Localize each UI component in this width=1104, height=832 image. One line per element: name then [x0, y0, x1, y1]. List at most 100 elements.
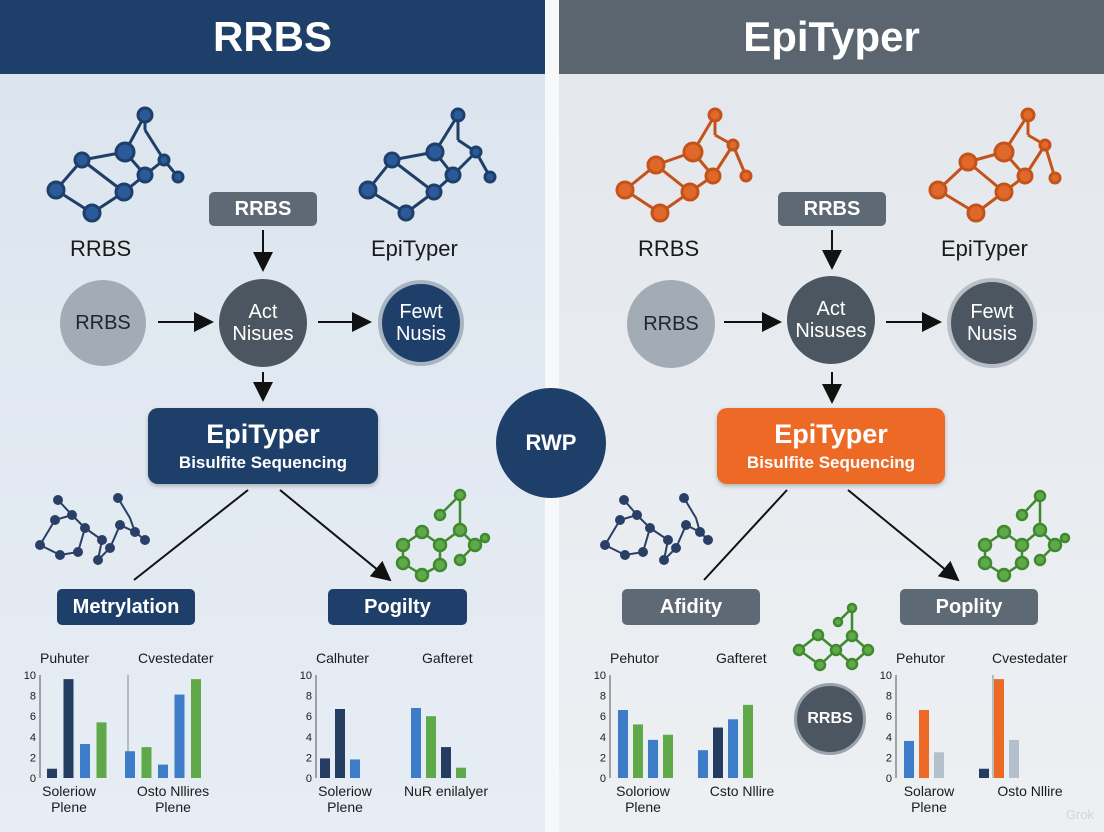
- chart4-bar: [1009, 739, 1019, 778]
- molecule-icon-right-3: [600, 493, 713, 565]
- chart3-ytick: 0: [600, 773, 606, 785]
- center-badge: RWP: [496, 388, 606, 498]
- chart3-title-right: Gafteret: [716, 650, 767, 666]
- chart4-ytick: 10: [880, 670, 892, 682]
- molecule-icon-right-4: [977, 489, 1071, 583]
- chart2-xlabel-2: NuR enilalyer: [403, 783, 489, 799]
- chart1-title-left: Puhuter: [40, 650, 90, 666]
- right-circle-a-text: RRBS: [643, 313, 699, 335]
- chart3-bar: [713, 727, 723, 778]
- right-circle-c-line1: Fewt: [970, 301, 1014, 323]
- left-main-box-sub: Bisulfite Sequencing: [178, 453, 348, 472]
- right-top-box: RRBS: [778, 192, 886, 226]
- chart3-bar: [743, 704, 753, 778]
- chart4-title-left: Pehutor: [896, 650, 946, 666]
- left-top-box: RRBS: [209, 192, 317, 226]
- left-mol-label-left: RRBS: [70, 236, 132, 261]
- chart1-bar: [96, 722, 107, 778]
- chart2-bar: [335, 708, 345, 778]
- left-circle-b-line1: Act: [248, 301, 278, 323]
- chart1-bar: [125, 751, 135, 778]
- chart4-ytick: 0: [886, 773, 892, 785]
- right-header: EpiTyper: [559, 0, 1104, 74]
- chart1-xlabel-1: Soleriow Plene: [42, 783, 96, 815]
- chart1-bar: [63, 679, 74, 778]
- chart4-ytick: 4: [886, 732, 892, 744]
- right-circle-c-line2: Nusis: [966, 323, 1017, 345]
- chart1-ytick: 6: [30, 711, 36, 723]
- chart2-ytick: 10: [300, 670, 312, 682]
- chart1-title-right: Cvestedater: [138, 650, 214, 666]
- left-circle-c-line2: Nusis: [395, 323, 446, 345]
- chart2-xlabel-1: Soleriow Plene: [318, 783, 372, 815]
- chart2-ytick: 4: [306, 732, 312, 744]
- chart3-ytick: 8: [600, 691, 606, 703]
- chart1-bar: [80, 744, 90, 778]
- chart3-title-left: Pehutor: [610, 650, 660, 666]
- molecule-icon-left-2: [358, 107, 497, 222]
- chart1-bar: [47, 768, 57, 778]
- chart3-ytick: 2: [600, 752, 606, 764]
- left-circle-b-line2: Nisues: [232, 323, 294, 345]
- chart3-bar: [728, 719, 738, 778]
- left-panel: RRBS RRBS RRBS EpiTyper RRBS Act Nisues …: [0, 0, 545, 832]
- chart1-ytick: 10: [24, 670, 36, 682]
- chart1-bar: [191, 679, 201, 778]
- chart2-bar: [441, 747, 451, 778]
- chart1-ytick: 8: [30, 691, 36, 703]
- right-circle-b-line1: Act: [816, 298, 846, 320]
- chart3-bar: [648, 739, 658, 778]
- chart1-ytick: 2: [30, 752, 36, 764]
- chart4-ytick: 2: [886, 752, 892, 764]
- right-circle-b-line2: Nisuses: [795, 320, 867, 342]
- left-circle-c-line1: Fewt: [399, 301, 443, 323]
- left-main-box-title: EpiTyper: [206, 419, 320, 449]
- chart2-bar: [426, 716, 436, 778]
- chart1-ytick: 0: [30, 773, 36, 785]
- chart1-ytick: 4: [30, 732, 36, 744]
- left-header: RRBS: [0, 0, 545, 74]
- left-branch-right: Pogilty: [328, 589, 467, 625]
- watermark: Grok: [1065, 807, 1094, 822]
- molecule-icon-right-1: [615, 107, 753, 223]
- chart2-ytick: 2: [306, 752, 312, 764]
- chart4-ytick: 6: [886, 711, 892, 723]
- left-main-box: EpiTyper Bisulfite Sequencing: [148, 408, 378, 484]
- left-mol-label-right: EpiTyper: [371, 236, 458, 261]
- right-branch-left: Afidity: [622, 589, 760, 625]
- right-mol-label-right: EpiTyper: [941, 236, 1028, 261]
- chart3-ytick: 4: [600, 732, 606, 744]
- right-circle-c: Fewt Nusis: [947, 278, 1037, 368]
- chart1-xlabel-2: Osto Nllires Plene: [136, 783, 210, 815]
- right-main-box-sub: Bisulfite Sequencing: [746, 453, 916, 472]
- chart4-bar: [919, 710, 929, 778]
- right-mol-label-left: RRBS: [638, 236, 700, 261]
- chart3-bar: [633, 724, 643, 778]
- chart2-bar: [320, 758, 330, 778]
- chart2-title-left: Calhuter: [316, 650, 369, 666]
- chart3-ytick: 6: [600, 711, 606, 723]
- molecule-icon-left-4: [395, 488, 491, 583]
- right-circle-a: RRBS: [627, 280, 715, 368]
- chart4-bar: [994, 679, 1004, 778]
- chart4-xlabel-1: Solarow Plene: [903, 783, 955, 815]
- molecule-icon-left-1: [46, 106, 185, 223]
- chart1-bar: [158, 764, 168, 778]
- chart2-ytick: 0: [306, 773, 312, 785]
- chart4-xlabel-2: Osto Nllire: [997, 783, 1063, 799]
- left-circle-b: Act Nisues: [219, 279, 307, 367]
- left-circle-a: RRBS: [60, 280, 146, 366]
- chart2-ytick: 8: [306, 691, 312, 703]
- left-circle-a-text: RRBS: [75, 312, 131, 334]
- right-branch-right: Poplity: [900, 589, 1038, 625]
- chart2-title-right: Gafteret: [422, 650, 473, 666]
- right-bottom-circle-text: RRBS: [807, 710, 853, 727]
- chart2-bar: [411, 707, 421, 778]
- molecule-icon-right-5: [792, 602, 875, 672]
- right-circle-b: Act Nisuses: [787, 276, 875, 364]
- right-bottom-circle: RRBS: [794, 683, 866, 755]
- right-main-box-title: EpiTyper: [774, 419, 888, 449]
- chart3-bar: [663, 734, 673, 778]
